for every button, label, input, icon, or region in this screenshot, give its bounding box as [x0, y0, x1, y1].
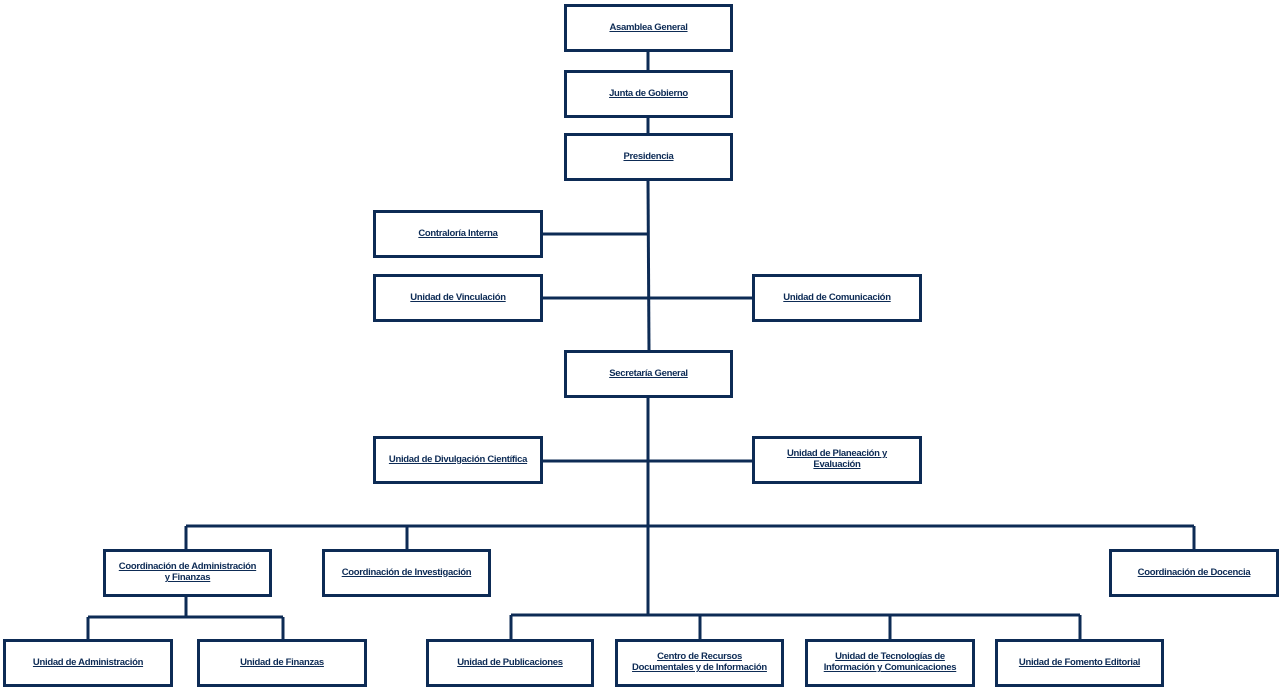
- node-unidad-de-fomento-editorial[interactable]: Unidad de Fomento Editorial: [995, 639, 1164, 687]
- node-label: Unidad de Tecnologías de Información y C…: [823, 651, 957, 673]
- node-label: Unidad de Administración: [32, 656, 144, 668]
- node-unidad-de-comunicacion[interactable]: Unidad de Comunicación: [752, 274, 922, 322]
- node-coordinacion-de-docencia[interactable]: Coordinación de Docencia: [1109, 549, 1279, 597]
- node-label: Unidad de Comunicación: [783, 291, 891, 303]
- node-label: Unidad de Fomento Editorial: [1018, 656, 1141, 668]
- node-junta-de-gobierno[interactable]: Junta de Gobierno: [564, 70, 733, 118]
- node-unidad-de-tecnologias-de-informacion[interactable]: Unidad de Tecnologías de Información y C…: [805, 639, 975, 687]
- node-label: Junta de Gobierno: [609, 87, 688, 99]
- node-unidad-de-finanzas[interactable]: Unidad de Finanzas: [197, 639, 367, 687]
- node-label: Unidad de Planeación y Evaluación: [786, 448, 888, 470]
- node-centro-de-recursos-documentales[interactable]: Centro de Recursos Documentales y de Inf…: [615, 639, 784, 687]
- node-coordinacion-de-administracion-y-finanzas[interactable]: Coordinación de Administración y Finanza…: [103, 549, 272, 597]
- node-presidencia[interactable]: Presidencia: [564, 133, 733, 181]
- node-unidad-de-publicaciones[interactable]: Unidad de Publicaciones: [426, 639, 594, 687]
- node-unidad-de-divulgacion-cientifica[interactable]: Unidad de Divulgación Científica: [373, 436, 543, 484]
- node-unidad-de-planeacion-y-evaluacion[interactable]: Unidad de Planeación y Evaluación: [752, 436, 922, 484]
- node-label: Coordinación de Docencia: [1137, 566, 1251, 578]
- node-label: Coordinación de Investigación: [341, 566, 472, 578]
- node-contraloria-interna[interactable]: Contraloría Interna: [373, 210, 543, 258]
- node-secretaria-general[interactable]: Secretaría General: [564, 350, 733, 398]
- node-label: Unidad de Vinculación: [410, 291, 506, 303]
- node-label: Asamblea General: [609, 21, 688, 33]
- node-label: Contraloría Interna: [418, 227, 498, 239]
- node-label: Unidad de Divulgación Científica: [388, 453, 528, 465]
- node-label: Unidad de Publicaciones: [457, 656, 563, 668]
- node-unidad-de-vinculacion[interactable]: Unidad de Vinculación: [373, 274, 543, 322]
- node-label: Coordinación de Administración y Finanza…: [118, 561, 257, 583]
- connector-presidencia-secretaria: [646, 179, 651, 352]
- node-coordinacion-de-investigacion[interactable]: Coordinación de Investigación: [322, 549, 491, 597]
- node-label: Unidad de Finanzas: [240, 656, 324, 668]
- node-label: Centro de Recursos Documentales y de Inf…: [632, 651, 767, 673]
- node-label: Secretaría General: [609, 367, 688, 379]
- node-asamblea-general[interactable]: Asamblea General: [564, 4, 733, 52]
- node-unidad-de-administracion[interactable]: Unidad de Administración: [3, 639, 173, 687]
- node-label: Presidencia: [623, 150, 674, 162]
